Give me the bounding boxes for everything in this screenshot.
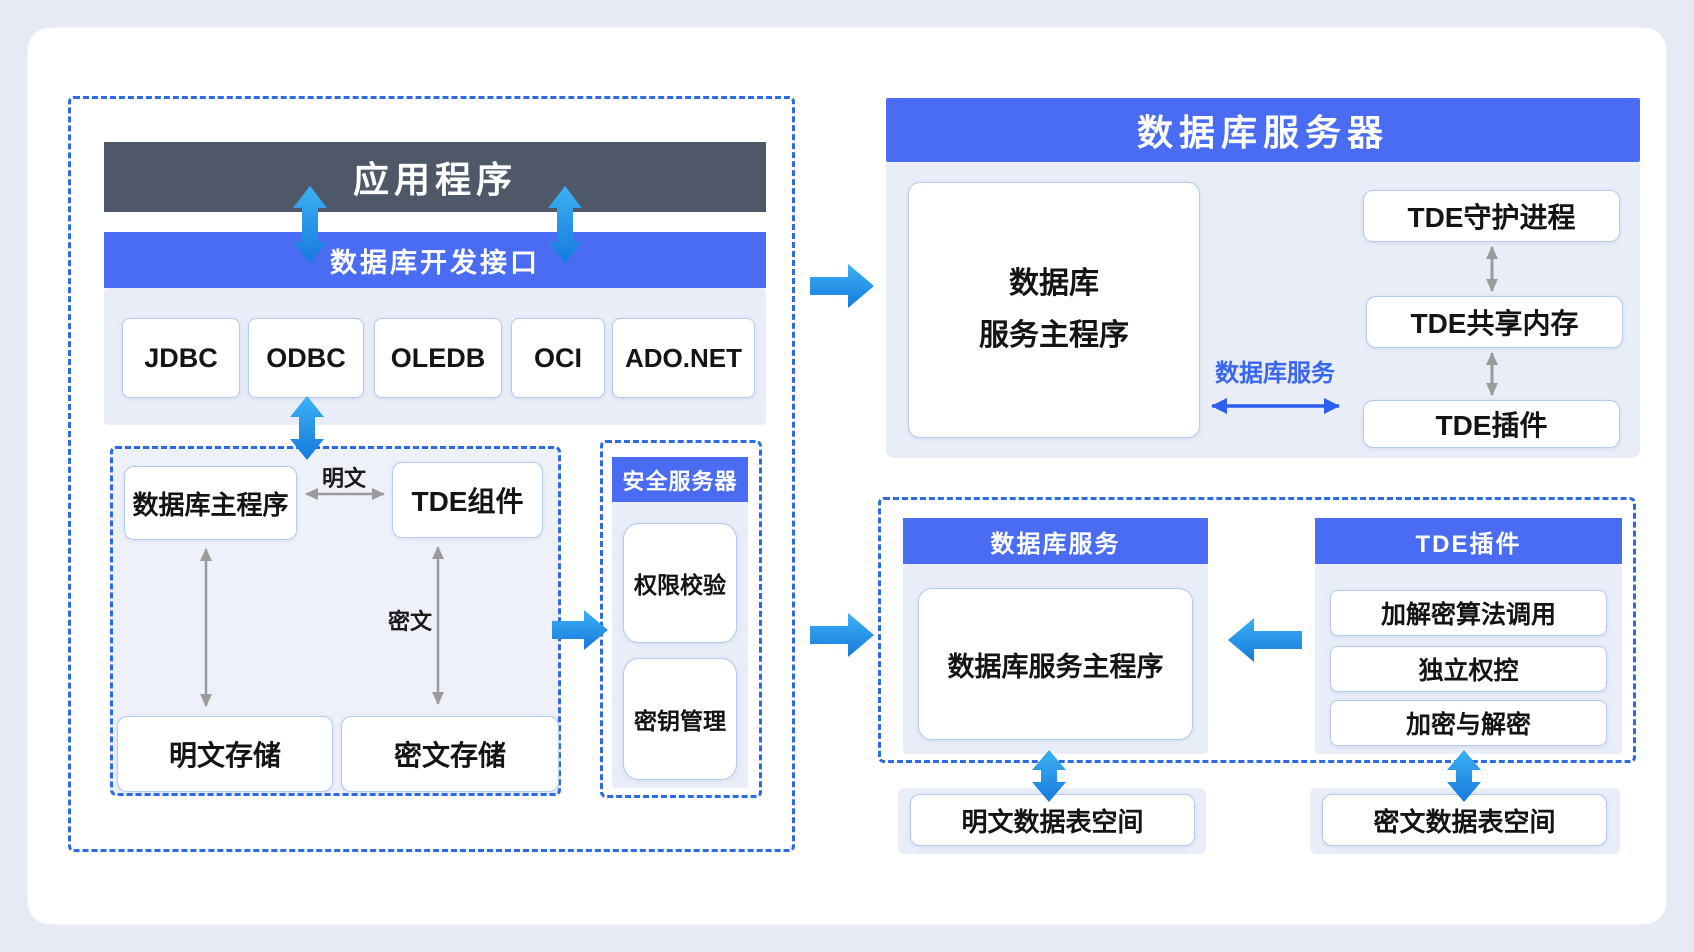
tde-plugin-box: TDE插件: [1363, 400, 1620, 448]
plaintext-tablespace-box: 明文数据表空间: [910, 794, 1195, 846]
plaintext-label: 明文: [321, 466, 366, 491]
ciphertext-storage-box: 密文存储: [341, 716, 559, 792]
database-service-frame: [878, 497, 1636, 763]
db-service-link-label: 数据库服务: [1215, 359, 1335, 387]
tde-function-independent-control-box: 独立权控: [1330, 646, 1607, 692]
application-bar: 应用程序: [104, 142, 766, 212]
database-server-header: 数据库服务器: [886, 98, 1640, 162]
database-service-main-program-box: 数据库服务主程序: [918, 588, 1193, 740]
key-management-box: 密钥管理: [623, 658, 737, 780]
tde-plugin-detail-header: TDE插件: [1315, 518, 1622, 564]
ciphertext-label: 密文: [387, 609, 432, 634]
tde-function-encrypt-decrypt-box: 加密与解密: [1330, 700, 1607, 746]
tde-function-crypto-call-box: 加解密算法调用: [1330, 590, 1607, 636]
security-server-header: 安全服务器: [612, 457, 748, 502]
tde-shared-memory-box: TDE共享内存: [1366, 296, 1623, 348]
db-main-program-box: 数据库主程序: [124, 466, 297, 540]
connector-oci: OCI: [511, 318, 605, 398]
connector-adonet: ADO.NET: [612, 318, 755, 398]
plaintext-storage-box: 明文存储: [117, 716, 333, 792]
permission-check-box: 权限校验: [623, 523, 737, 643]
tde-daemon-box: TDE守护进程: [1363, 190, 1620, 242]
database-service-header: 数据库服务: [903, 518, 1208, 564]
db-service-main-line2: 服务主程序: [979, 319, 1129, 352]
dev-api-bar: 数据库开发接口: [104, 232, 766, 288]
connector-jdbc: JDBC: [122, 318, 240, 398]
connector-odbc: ODBC: [248, 318, 364, 398]
ciphertext-tablespace-box: 密文数据表空间: [1322, 794, 1607, 846]
tde-component-box: TDE组件: [392, 462, 543, 538]
db-service-main-line1: 数据库: [1009, 266, 1099, 300]
application-region-frame: [68, 96, 795, 852]
db-service-main-program-box: 数据库 服务主程序: [908, 182, 1200, 438]
connector-oledb: OLEDB: [374, 318, 502, 398]
